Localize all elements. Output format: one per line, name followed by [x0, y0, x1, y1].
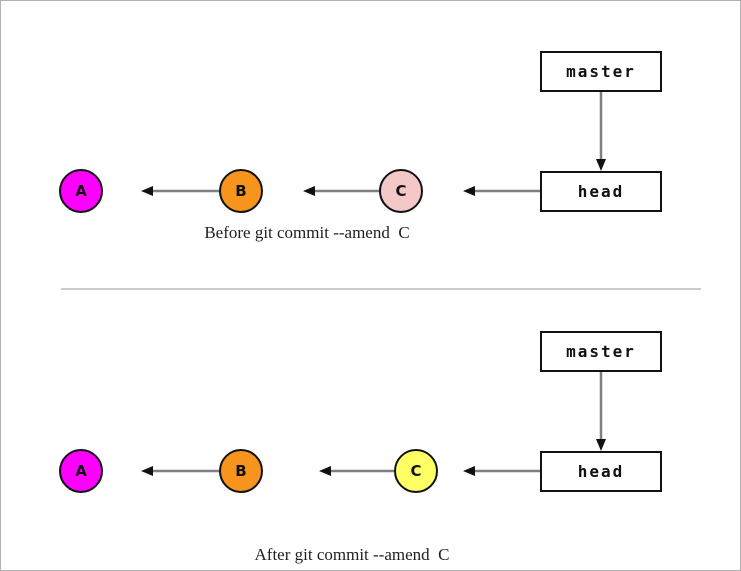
commit-node-a: A	[59, 169, 103, 213]
commit-node-c: C	[379, 169, 423, 213]
head-box: head	[540, 451, 662, 492]
head-box: head	[540, 171, 662, 212]
head-label: head	[577, 182, 625, 201]
arrow-b-to-a	[141, 186, 219, 196]
panel-caption-after: After git commit --amend C	[254, 545, 450, 564]
commit-node-b: B	[219, 449, 263, 493]
commit-label: A	[75, 182, 87, 200]
arrow-b-to-a	[141, 466, 219, 476]
arrow-head-to-c	[463, 186, 540, 196]
panel-divider	[61, 288, 701, 290]
arrow-head-to-c	[463, 466, 540, 476]
commit-node-a: A	[59, 449, 103, 493]
arrow-master-to-head	[596, 372, 606, 451]
commit-label: B	[235, 182, 247, 200]
branch-box-master: master	[540, 331, 662, 372]
branch-box-master: master	[540, 51, 662, 92]
branch-label: master	[566, 342, 636, 361]
arrow-c-to-b	[319, 466, 394, 476]
commit-label: B	[235, 462, 247, 480]
arrow-master-to-head	[596, 92, 606, 171]
branch-label: master	[566, 62, 636, 81]
commit-node-b: B	[219, 169, 263, 213]
commit-label: C	[395, 182, 407, 200]
commit-label: A	[75, 462, 87, 480]
panel-caption-before: Before git commit --amend C	[204, 223, 410, 242]
commit-node-c: C	[394, 449, 438, 493]
head-label: head	[577, 462, 625, 481]
arrow-c-to-b	[303, 186, 379, 196]
commit-label: C	[410, 462, 422, 480]
